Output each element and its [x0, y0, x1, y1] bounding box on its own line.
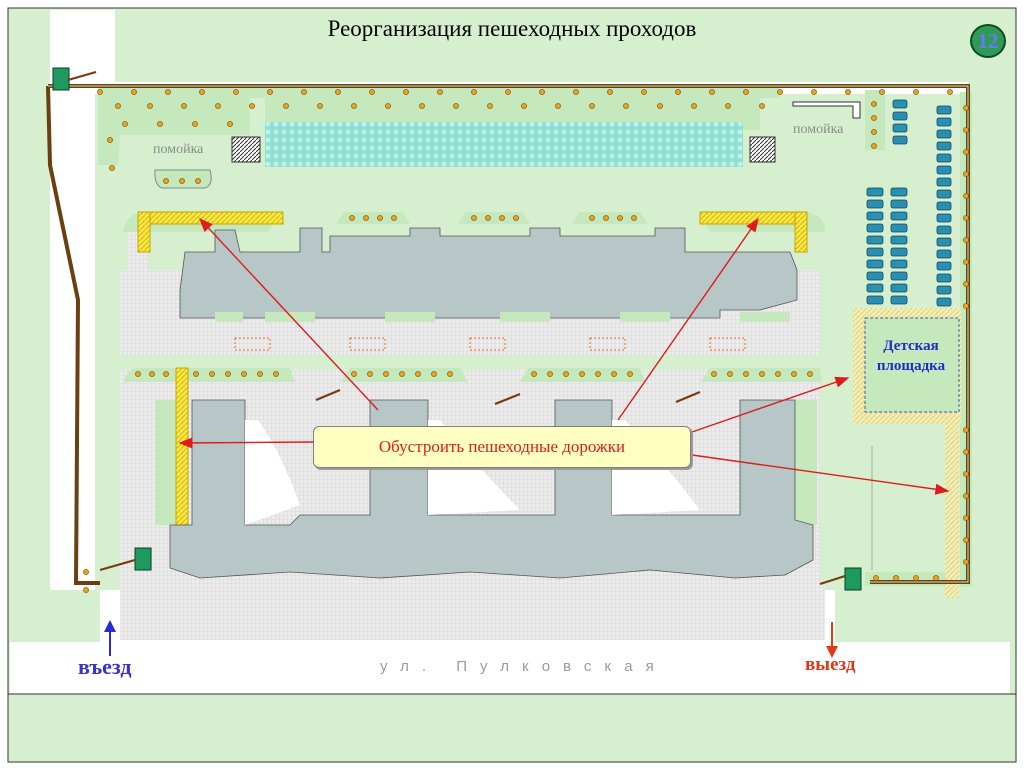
parking — [866, 99, 952, 307]
trash-shelter-right — [792, 101, 861, 119]
trash-hatch-right — [749, 136, 776, 163]
trash-hatch-left — [231, 136, 261, 163]
building-south — [169, 399, 814, 579]
bottom-band — [7, 693, 1017, 763]
page-title: Реорганизация пешеходных проходов — [327, 16, 697, 41]
trash-label-right: помойка — [793, 122, 844, 137]
callout-box: Обустроить пешеходные дорожки — [313, 426, 691, 468]
street-label: ул. Пулковская — [380, 658, 667, 675]
street-strip — [10, 642, 1010, 694]
playground-area — [864, 317, 960, 413]
path-new-west — [175, 367, 189, 526]
trash-label-left: помойка — [153, 142, 204, 157]
paving-front — [120, 585, 825, 640]
building-north — [179, 227, 798, 319]
playground-label: Детская площадка — [866, 320, 956, 410]
playground-label-line2: площадка — [876, 358, 946, 374]
path-new-nw — [137, 211, 284, 225]
page-number-badge: 12 — [970, 24, 1006, 58]
barriers — [67, 70, 846, 586]
playground-label-line1: Детская — [883, 338, 939, 354]
path-right — [945, 418, 959, 598]
callout-arrows — [178, 217, 950, 495]
entry-label: въезд — [78, 654, 132, 679]
exit-label: выезд — [805, 654, 856, 675]
gate-houses — [52, 67, 862, 591]
playfield — [265, 122, 743, 167]
trees — [83, 89, 969, 593]
path-new-ne — [699, 211, 806, 225]
